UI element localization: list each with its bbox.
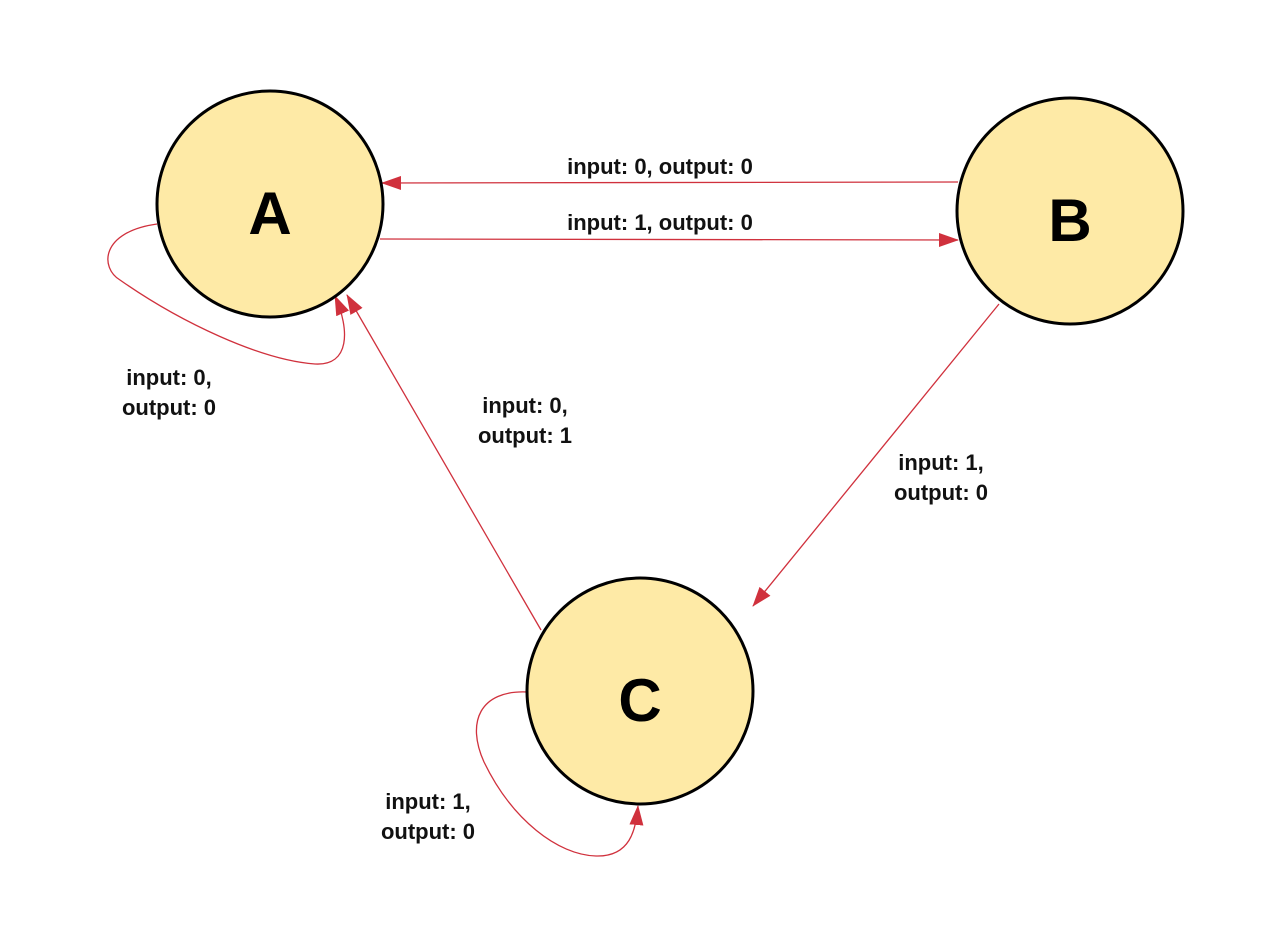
state-a-label: A [248, 180, 291, 247]
edge-b-to-c[interactable] [752, 303, 1000, 607]
edge-a-self-label: input: 0, output: 0 [122, 365, 216, 420]
edge-c-self-label: input: 1, output: 0 [381, 789, 475, 844]
edge-c-to-a-label-line1: input: 0, [482, 393, 568, 418]
state-c-circle [525, 576, 755, 806]
edge-c-to-a-label-line2: output: 1 [478, 423, 572, 448]
edge-c-to-a[interactable] [346, 294, 542, 631]
edge-c-self-loop[interactable] [475, 691, 644, 857]
edge-c-self-label-line1: input: 1, [385, 789, 471, 814]
edge-c-self-label-line2: output: 0 [381, 819, 475, 844]
state-c-label: C [618, 667, 661, 734]
edge-a-self-loop[interactable] [107, 223, 350, 365]
state-b-circle [955, 96, 1185, 326]
edge-b-to-c-label: input: 1, output: 0 [894, 450, 988, 505]
state-b[interactable]: B [955, 96, 1185, 326]
edge-b-to-c-label-line1: input: 1, [898, 450, 984, 475]
state-c[interactable]: C [525, 576, 755, 806]
edge-a-to-b[interactable] [379, 232, 959, 247]
state-a-circle [155, 89, 385, 319]
edge-a-self-label-line2: output: 0 [122, 395, 216, 420]
edge-a-self-label-line1: input: 0, [126, 365, 212, 390]
edge-c-to-a-label: input: 0, output: 1 [478, 393, 572, 448]
edge-b-to-a-label: input: 0, output: 0 [567, 154, 753, 179]
edge-b-to-c-label-line2: output: 0 [894, 480, 988, 505]
state-b-label: B [1048, 187, 1091, 254]
state-a[interactable]: A [155, 89, 385, 319]
edge-a-to-b-label: input: 1, output: 0 [567, 210, 753, 235]
edge-b-to-a[interactable] [381, 175, 959, 190]
